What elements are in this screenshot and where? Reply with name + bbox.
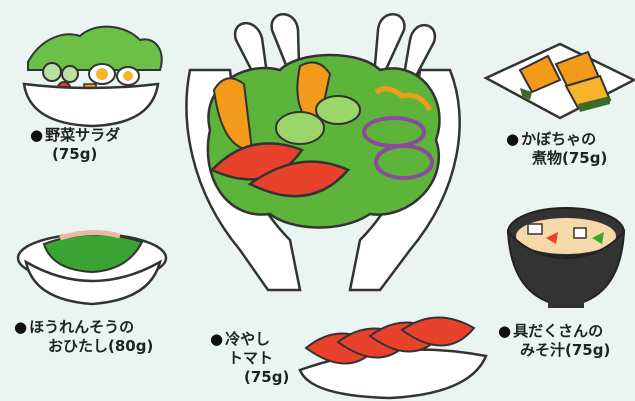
kabocha-name: かぼちゃの <box>521 130 597 148</box>
bullet-icon: ● <box>210 330 224 348</box>
kabocha-amount: 煮物(75g) <box>532 149 608 167</box>
kabocha-plate-icon <box>483 42 635 120</box>
miso-label: ●具だくさんの みそ汁(75g) <box>498 322 610 360</box>
salad-label: ●野菜サラダ (75g) <box>30 126 120 164</box>
salad-amount: (75g) <box>52 145 98 163</box>
hands-with-salad-icon <box>185 13 461 292</box>
bullet-icon: ● <box>506 130 520 148</box>
tomato-name-2: トマト <box>228 349 274 367</box>
bullet-icon: ● <box>498 322 512 340</box>
bullet-icon: ● <box>14 318 28 336</box>
hourensou-label: ●ほうれんそうの おひたし(80g) <box>14 318 153 356</box>
tomato-name-1: 冷やし <box>225 330 271 348</box>
tomato-label: ●冷やし トマト (75g) <box>210 330 289 387</box>
bullet-icon: ● <box>30 126 44 144</box>
miso-name: 具だくさんの <box>513 322 604 340</box>
kabocha-label: ●かぼちゃの 煮物(75g) <box>506 130 607 168</box>
hourensou-amount: おひたし(80g) <box>48 337 154 355</box>
hourensou-bowl-icon <box>16 230 168 306</box>
salad-bowl-icon <box>22 25 163 128</box>
miso-amount: みそ汁(75g) <box>520 341 611 359</box>
hourensou-name: ほうれんそうの <box>29 318 135 336</box>
salad-name: 野菜サラダ <box>45 126 121 144</box>
tomato-amount: (75g) <box>244 368 290 386</box>
miso-soup-bowl-icon <box>506 207 626 308</box>
cold-tomato-plate-icon <box>298 316 488 400</box>
